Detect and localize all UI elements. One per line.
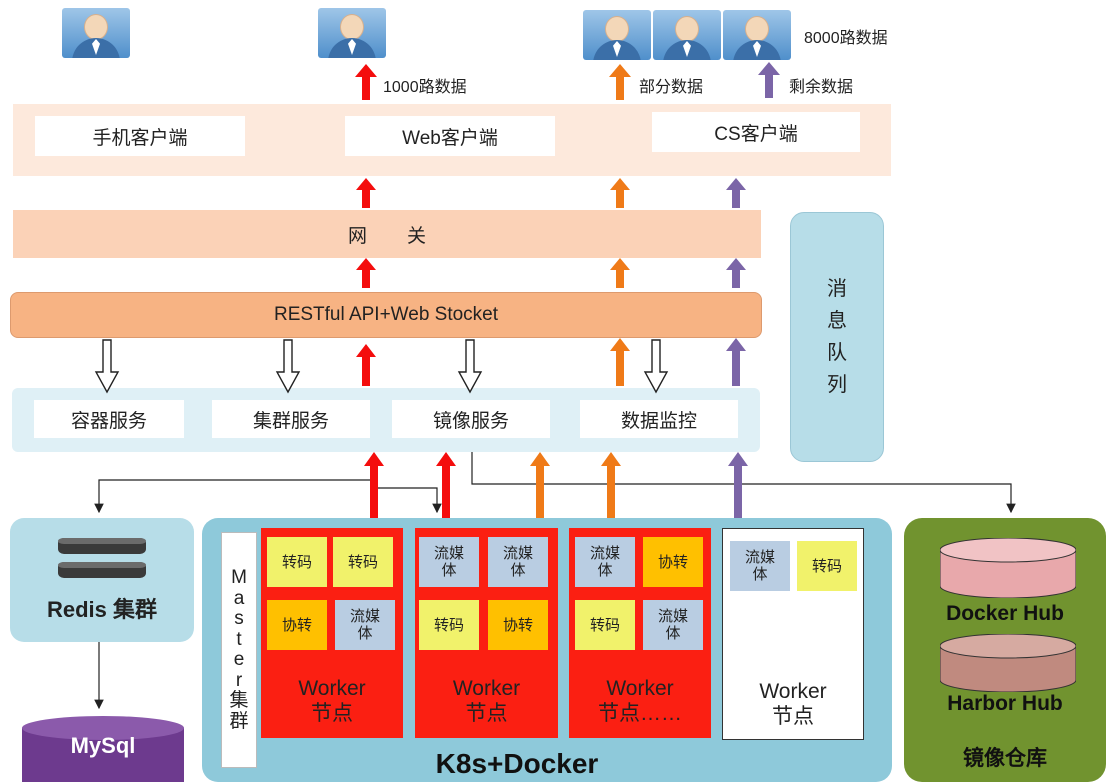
master-char: M bbox=[231, 567, 247, 588]
client-layer: 手机客户端 Web客户端 CS客户端 bbox=[13, 104, 891, 176]
message-queue-char: 列 bbox=[827, 374, 847, 396]
streaming-media-cell: 流媒体 bbox=[335, 600, 395, 650]
master-char: t bbox=[236, 628, 242, 650]
web-client: Web客户端 bbox=[345, 116, 555, 156]
user-icon bbox=[583, 10, 651, 60]
gateway: 网关 bbox=[13, 210, 761, 258]
label-partial-data: 部分数据 bbox=[639, 79, 704, 96]
restful-api-band: RESTful API+Web Stocket bbox=[10, 292, 762, 338]
user-icon bbox=[318, 8, 386, 58]
cotransfer-cell: 协转 bbox=[643, 537, 703, 587]
master-char: s bbox=[234, 608, 244, 629]
master-char: r bbox=[235, 669, 243, 691]
purple-flow-arrows bbox=[726, 178, 748, 528]
message-queue: 消 息 队 列 bbox=[790, 212, 884, 462]
orange-arrow-icon bbox=[609, 64, 631, 100]
database-disk-icon bbox=[58, 562, 146, 578]
transcode-cell: 转码 bbox=[575, 600, 635, 650]
harbor-hub-label: Harbor Hub bbox=[947, 692, 1063, 715]
master-char: 集 bbox=[229, 690, 249, 711]
k8s-docker-label: K8s+Docker bbox=[435, 748, 599, 779]
redis-cluster-panel: Redis 集群 bbox=[10, 518, 194, 642]
master-char: a bbox=[233, 587, 245, 609]
cotransfer-cell: 协转 bbox=[267, 600, 327, 650]
streaming-media-cell: 流媒体 bbox=[419, 537, 479, 587]
streaming-media-cell: 流媒体 bbox=[488, 537, 548, 587]
cs-client: CS客户端 bbox=[652, 112, 860, 152]
registry-title: 镜像仓库 bbox=[963, 747, 1047, 770]
message-queue-char: 队 bbox=[827, 342, 847, 364]
user-icon bbox=[723, 10, 791, 60]
purple-arrow-icon bbox=[758, 62, 780, 98]
monitoring-service: 数据监控 bbox=[580, 400, 738, 438]
label-1000-streams: 1000路数据 bbox=[383, 79, 467, 96]
transcode-cell: 转码 bbox=[333, 537, 393, 587]
image-service: 镜像服务 bbox=[392, 400, 550, 438]
red-flow-arrows bbox=[356, 178, 456, 528]
cluster-service: 集群服务 bbox=[212, 400, 370, 438]
docker-hub-label: Docker Hub bbox=[946, 602, 1064, 625]
label-8000-streams: 8000路数据 bbox=[804, 30, 888, 47]
message-queue-char: 消 bbox=[827, 278, 847, 300]
redis-label: Redis 集群 bbox=[46, 597, 158, 622]
docker-hub-database-icon bbox=[940, 538, 1076, 598]
mobile-client: 手机客户端 bbox=[35, 116, 245, 156]
orange-flow-arrows bbox=[530, 178, 630, 528]
red-arrow-icon bbox=[355, 64, 377, 100]
transcode-cell: 转码 bbox=[797, 541, 857, 591]
master-char: 群 bbox=[229, 710, 249, 732]
user-icon bbox=[62, 8, 130, 58]
service-layer: 容器服务 集群服务 镜像服务 数据监控 bbox=[12, 388, 760, 452]
message-queue-char: 息 bbox=[827, 310, 847, 332]
database-disk-icon bbox=[58, 538, 146, 554]
cotransfer-cell: 协转 bbox=[488, 600, 548, 650]
user-icon bbox=[653, 10, 721, 60]
mysql-database-icon bbox=[22, 716, 184, 782]
transcode-cell: 转码 bbox=[419, 600, 479, 650]
transcode-cell: 转码 bbox=[267, 537, 327, 587]
streaming-media-cell: 流媒体 bbox=[575, 537, 635, 587]
streaming-media-cell: 流媒体 bbox=[643, 600, 703, 650]
hollow-down-arrows bbox=[94, 339, 669, 394]
streaming-media-cell: 流媒体 bbox=[730, 541, 790, 591]
container-service: 容器服务 bbox=[34, 400, 184, 438]
harbor-hub-database-icon bbox=[940, 634, 1076, 692]
mysql-label: MySql bbox=[70, 733, 136, 758]
line-to-redis bbox=[94, 479, 375, 514]
master-cluster: M a s t e r 集 群 bbox=[221, 532, 257, 768]
master-char: e bbox=[233, 649, 245, 670]
label-remaining-data: 剩余数据 bbox=[789, 79, 854, 96]
